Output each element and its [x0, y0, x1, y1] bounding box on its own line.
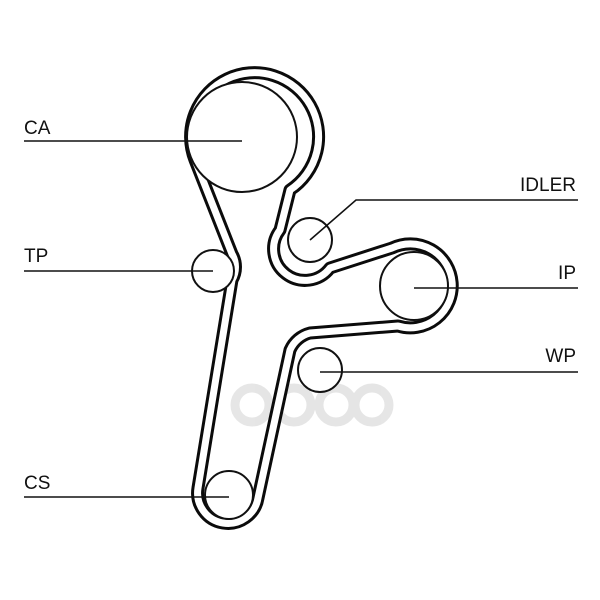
watermark-ring-3	[314, 383, 358, 427]
crankshaft-pulley	[204, 470, 254, 520]
injection-pump-pulley	[379, 251, 449, 321]
idler-leader-line	[309, 199, 578, 241]
label-ca: CA	[24, 118, 51, 139]
watermark-logo	[230, 383, 394, 427]
watermark-ring-4	[350, 383, 394, 427]
label-cs: CS	[24, 473, 50, 494]
water-pump-pulley	[297, 347, 343, 393]
timing-belt	[184, 66, 459, 530]
label-wp: WP	[545, 346, 576, 367]
camshaft-pulley	[186, 81, 298, 193]
timing-belt-inner	[187, 69, 456, 527]
label-ip: IP	[558, 263, 576, 284]
label-tp: TP	[24, 246, 48, 267]
label-idler: IDLER	[520, 175, 576, 196]
watermark-ring-1	[230, 383, 274, 427]
